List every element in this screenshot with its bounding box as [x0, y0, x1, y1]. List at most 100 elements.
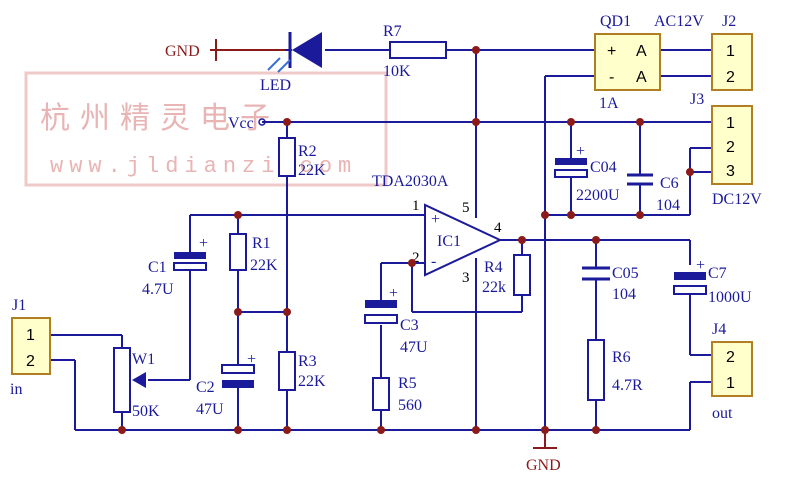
capacitor-c7: + C7 1000U [673, 257, 752, 306]
ic-pin4: 4 [494, 220, 502, 236]
c6-value: 104 [656, 197, 680, 214]
connector-j4: 2 1 J4 out [711, 321, 753, 422]
ic-pin2: 2 [412, 250, 420, 266]
capacitor-c3: + C3 47U [364, 285, 428, 356]
c04-label: C04 [590, 159, 617, 176]
j1-label: J1 [12, 297, 26, 314]
r7-value: 10K [383, 63, 411, 80]
c7-value: 1000U [708, 289, 752, 306]
c7-label: C7 [708, 265, 727, 282]
connector-j2: 1 2 J2 [711, 13, 753, 91]
resistor-r4: R4 22k [482, 254, 531, 296]
ic-plus: + [431, 211, 440, 228]
led-label: LED [260, 77, 291, 94]
j3-label: J3 [690, 91, 704, 108]
connector-j1: 1 2 J1 in [10, 297, 51, 398]
resistor-r6: R6 4.7R [587, 339, 643, 401]
j2-pin2: 2 [726, 69, 735, 86]
watermark-company: 杭州精灵电子 [40, 102, 280, 135]
potentiometer-w1: W1 50K [113, 347, 160, 420]
r1-label: R1 [252, 235, 271, 252]
c7-plus: + [696, 257, 705, 274]
qd1-a2: A [636, 69, 647, 86]
c05-value: 104 [612, 286, 636, 303]
r4-value: 22k [482, 279, 506, 296]
watermark-url: www.jldianzi.com [50, 154, 357, 179]
ic-pin3: 3 [462, 270, 470, 286]
gnd-top-symbol: GND [165, 39, 285, 61]
qd1-value: 1A [599, 95, 619, 112]
ac12v-label: AC12V [654, 13, 704, 30]
j2-label: J2 [722, 13, 736, 30]
c6-label: C6 [660, 175, 679, 192]
r7-label: R7 [383, 23, 402, 40]
r2-value: 22K [298, 162, 326, 179]
vcc-terminal [258, 118, 266, 126]
bridge-qd1: + - A A QD1 1A [594, 13, 661, 112]
c04-plus: + [576, 143, 585, 160]
j3-pin3: 3 [726, 163, 735, 180]
connector-j3: 1 2 3 J3 DC12V [690, 91, 762, 208]
watermark-frame [24, 71, 388, 187]
resistor-r3: R3 22K [278, 351, 326, 391]
ic-minus: - [431, 253, 436, 270]
qd1-label: QD1 [600, 13, 631, 30]
c3-value: 47U [400, 339, 428, 356]
c1-plus: + [199, 235, 208, 252]
r1-value: 22K [250, 257, 278, 274]
c2-plus: + [247, 351, 256, 368]
capacitor-c6: C6 104 [627, 173, 680, 214]
r3-value: 22K [298, 373, 326, 390]
j4-pin2: 2 [726, 349, 735, 366]
ic-pin1: 1 [412, 198, 420, 214]
resistor-r1: R1 22K [229, 233, 278, 274]
j1-pin2: 2 [26, 353, 35, 370]
c2-value: 47U [196, 401, 224, 418]
c2-label: C2 [196, 379, 215, 396]
r5-value: 560 [398, 397, 422, 414]
resistor-r7: R7 10K [383, 23, 447, 80]
r4-label: R4 [484, 259, 503, 276]
qd1-minus: - [609, 69, 614, 86]
qd1-a1: A [636, 43, 647, 60]
qd1-plus: + [607, 43, 616, 60]
resistor-r5: R5 560 [372, 375, 422, 414]
c1-label: C1 [148, 259, 167, 276]
capacitor-c04: + C04 2200U [554, 143, 620, 204]
w1-label: W1 [132, 351, 155, 368]
vcc-label: Vcc [228, 115, 254, 132]
j4-label: J4 [712, 321, 726, 338]
r5-label: R5 [398, 375, 417, 392]
capacitor-c1: + C1 4.7U [142, 235, 208, 298]
j1-pin1: 1 [26, 327, 35, 344]
r6-label: R6 [612, 349, 631, 366]
j4-pin1: 1 [726, 375, 735, 392]
ic-tda2030a: TDA2030A IC1 + - 1 2 3 4 5 [372, 173, 503, 286]
ic-pin5: 5 [462, 200, 470, 216]
c04-value: 2200U [576, 187, 620, 204]
j1-sub: in [10, 381, 22, 398]
w1-value: 50K [132, 403, 160, 420]
gnd-top-label: GND [165, 43, 200, 60]
c3-label: C3 [400, 317, 419, 334]
j2-pin1: 1 [726, 43, 735, 60]
capacitor-c2: + C2 47U [196, 351, 256, 418]
r3-label: R3 [298, 353, 317, 370]
j4-sub: out [712, 405, 733, 422]
r2-label: R2 [298, 143, 317, 160]
c05-label: C05 [612, 265, 639, 282]
ic-ref: IC1 [437, 233, 461, 250]
resistor-r2: R2 22K [278, 137, 326, 179]
capacitor-c05: C05 104 [582, 265, 639, 303]
r6-value: 4.7R [612, 377, 643, 394]
gnd-bottom-label: GND [526, 457, 561, 474]
ic-name: TDA2030A [372, 173, 449, 190]
c1-value: 4.7U [142, 281, 174, 298]
j3-pin1: 1 [726, 115, 735, 132]
j3-pin2: 2 [726, 139, 735, 156]
junction-dots [118, 46, 694, 434]
dc12v-label: DC12V [712, 191, 762, 208]
c3-plus: + [389, 285, 398, 302]
led-symbol: LED [260, 32, 322, 94]
